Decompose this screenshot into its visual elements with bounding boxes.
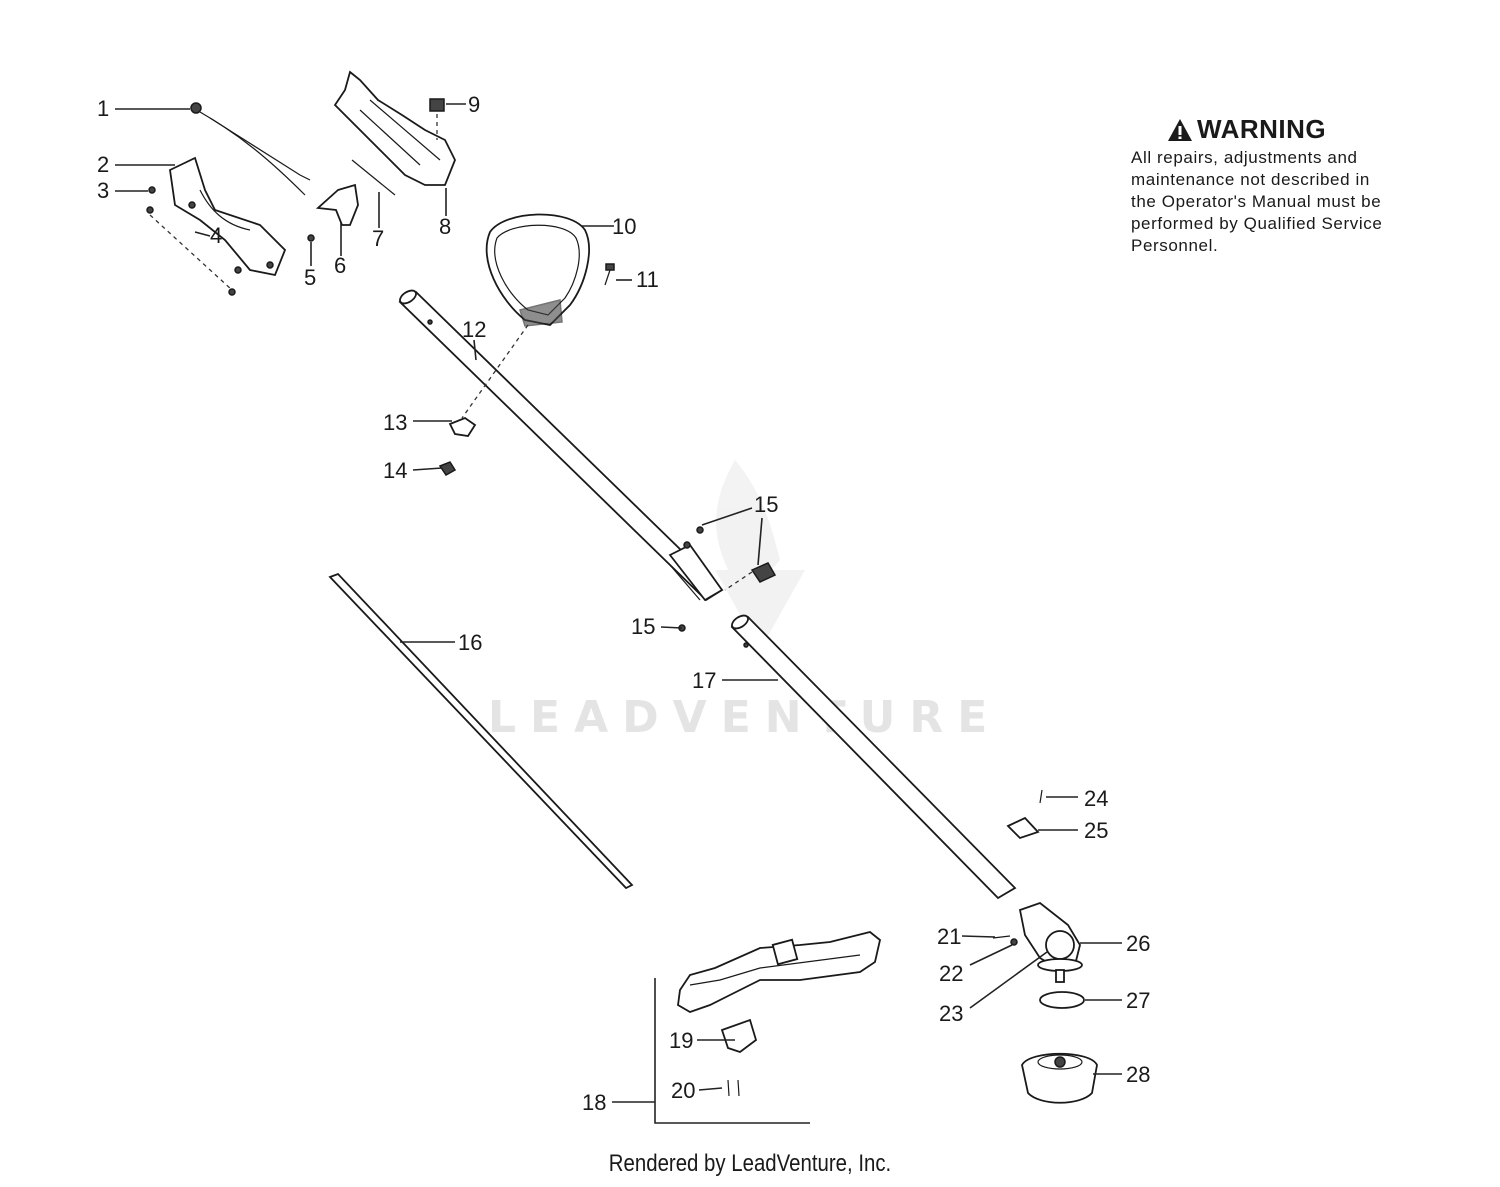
part-26-gearhead (1018, 901, 1083, 983)
part-1-throttle-cable (190, 102, 311, 196)
watermark: LEADVENTURE (488, 692, 1002, 743)
callout-6: 6 (334, 253, 346, 278)
warning-triangle-icon (1168, 118, 1192, 141)
part-15-coupler (668, 526, 777, 632)
part-3-screw (146, 186, 242, 296)
warning-title: WARNING (1167, 114, 1431, 145)
warning-line: Personnel. (1131, 236, 1219, 255)
part-22-washer (1010, 938, 1018, 946)
callout-15-lower: 15 (631, 614, 655, 639)
part-2-handle-housing (169, 156, 287, 277)
callout-17: 17 (692, 668, 716, 693)
warning-notice: WARNING All repairs, adjustments and mai… (1131, 114, 1431, 257)
callout-14: 14 (383, 458, 407, 483)
callout-20: 20 (671, 1078, 695, 1103)
callout-23: 23 (939, 1001, 963, 1026)
warning-title-text: WARNING (1197, 114, 1327, 144)
callout-27: 27 (1126, 988, 1150, 1013)
part-20-screws (727, 1079, 740, 1097)
part-17-lower-shaft (730, 614, 1017, 900)
part-10-loop-handle (485, 213, 590, 327)
callout-13: 13 (383, 410, 407, 435)
callout-26: 26 (1126, 931, 1150, 956)
callout-1: 1 (97, 96, 109, 121)
part-14-knob (438, 461, 457, 476)
part-24-screw (1039, 789, 1043, 804)
part-6-throttle-trigger (315, 183, 359, 226)
part-16-drive-shaft (328, 572, 634, 890)
part-5-screw (307, 234, 315, 242)
callout-3: 3 (97, 178, 109, 203)
footer-credit: Rendered by LeadVenture, Inc. (608, 1150, 892, 1177)
part-21-bolt (992, 935, 1011, 939)
callouts: 1 2 3 4 5 6 7 8 9 10 11 12 13 14 15 15 1… (97, 92, 1150, 1115)
part-25-clamp (1006, 816, 1040, 840)
part-8-handle-half (333, 70, 456, 186)
callout-9: 9 (468, 92, 480, 117)
warning-line: performed by Qualified Service (1131, 214, 1383, 233)
part-28-trimmer-head (1021, 1052, 1098, 1104)
warning-line: All repairs, adjustments and (1131, 148, 1358, 167)
assembly-line-13 (461, 324, 529, 419)
callout-10: 10 (612, 214, 636, 239)
callout-24: 24 (1084, 786, 1108, 811)
callout-22: 22 (939, 961, 963, 986)
warning-body: All repairs, adjustments and maintenance… (1131, 147, 1431, 257)
part-19-guard-blade (720, 1018, 758, 1054)
part-13-clamp (448, 416, 477, 437)
callout-8: 8 (439, 214, 451, 239)
callout-11: 11 (636, 267, 659, 292)
callout-19: 19 (669, 1028, 693, 1053)
callout-5: 5 (304, 265, 316, 290)
callout-12: 12 (462, 317, 486, 342)
part-9-nut (429, 98, 445, 140)
part-7-spring (351, 159, 396, 196)
part-27-washer (1039, 991, 1085, 1009)
watermark-logo (715, 460, 805, 650)
callout-18: 18 (582, 1090, 606, 1115)
warning-line: maintenance not described in (1131, 170, 1370, 189)
callout-2: 2 (97, 152, 109, 177)
callout-21: 21 (937, 924, 961, 949)
callout-25: 25 (1084, 818, 1108, 843)
part-18-guard-assembly (654, 931, 882, 1124)
warning-line: the Operator's Manual must be (1131, 192, 1382, 211)
callout-4: 4 (210, 223, 222, 248)
leader-lines (115, 103, 1122, 1103)
part-11-bolt (604, 263, 615, 286)
callout-28: 28 (1126, 1062, 1150, 1087)
callout-16: 16 (458, 630, 482, 655)
callout-7: 7 (372, 226, 384, 251)
callout-15-upper: 15 (754, 492, 778, 517)
